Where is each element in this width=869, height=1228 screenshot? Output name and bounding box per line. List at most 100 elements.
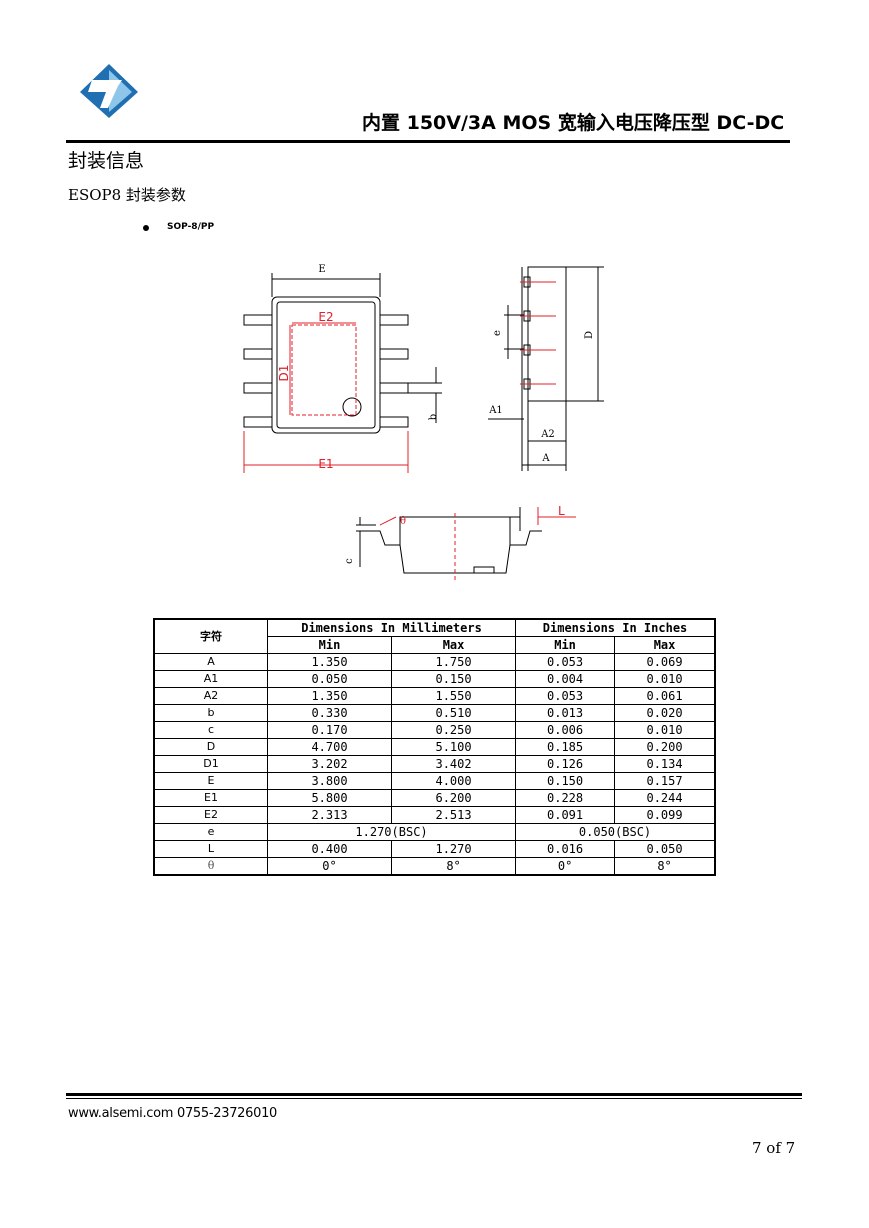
cell-mm-min: 0.400 xyxy=(266,840,393,858)
cell-mm-bsc: 1.270(BSC) xyxy=(266,823,517,841)
cell-in-max: 0.200 xyxy=(614,738,716,756)
cell-in-max: 0.010 xyxy=(614,670,716,688)
cell-in-min: 0.013 xyxy=(515,704,616,722)
header-divider xyxy=(66,140,790,143)
cell-in-bsc: 0.050(BSC) xyxy=(515,823,716,841)
cell-in-max: 0.010 xyxy=(614,721,716,739)
cell-mm-max: 0.250 xyxy=(391,721,517,739)
profile-view xyxy=(356,507,542,574)
cell-in-max: 0.244 xyxy=(614,789,716,807)
document-title: 内置 150V/3A MOS 宽输入电压降压型 DC-DC xyxy=(362,112,785,134)
dimensions-table: 字符 Dimensions In Millimeters Dimensions … xyxy=(153,618,716,876)
footer-contact: www.alsemi.com 0755-23726010 xyxy=(68,1106,278,1121)
cell-symbol: c xyxy=(153,721,268,739)
footer-divider-thin xyxy=(66,1098,802,1099)
header-symbol: 字符 xyxy=(153,618,268,654)
cell-mm-min: 1.350 xyxy=(266,653,393,671)
exposed-pad xyxy=(243,322,409,473)
label-b: b xyxy=(428,414,439,420)
label-E: E xyxy=(318,264,325,275)
cell-mm-min: 5.800 xyxy=(266,789,393,807)
cell-mm-min: 0.330 xyxy=(266,704,393,722)
cell-mm-min: 3.202 xyxy=(266,755,393,773)
cell-in-max: 0.050 xyxy=(614,840,716,858)
cell-symbol: E2 xyxy=(153,806,268,824)
label-L: L xyxy=(558,504,565,518)
header-mm: Dimensions In Millimeters xyxy=(266,618,517,637)
cell-mm-max: 3.402 xyxy=(391,755,517,773)
cell-mm-max: 1.750 xyxy=(391,653,517,671)
cell-in-max: 0.157 xyxy=(614,772,716,790)
company-logo-icon xyxy=(80,64,138,118)
cell-mm-max: 5.100 xyxy=(391,738,517,756)
cell-symbol: b xyxy=(153,704,268,722)
label-A: A xyxy=(541,453,550,464)
cell-mm-max: 8° xyxy=(391,857,517,876)
cell-mm-min: 1.350 xyxy=(266,687,393,705)
cell-symbol: E1 xyxy=(153,789,268,807)
cell-mm-max: 0.150 xyxy=(391,670,517,688)
cell-mm-min: 0.050 xyxy=(266,670,393,688)
cell-in-min: 0.126 xyxy=(515,755,616,773)
cell-in-min: 0° xyxy=(515,857,616,876)
cell-in-min: 0.228 xyxy=(515,789,616,807)
cell-in-max: 0.061 xyxy=(614,687,716,705)
cell-in-max: 0.069 xyxy=(614,653,716,671)
cell-in-min: 0.053 xyxy=(515,687,616,705)
cell-mm-max: 1.270 xyxy=(391,840,517,858)
cell-mm-min: 2.313 xyxy=(266,806,393,824)
cell-mm-min: 3.800 xyxy=(266,772,393,790)
label-D: D xyxy=(584,331,595,339)
package-label: SOP-8/PP xyxy=(167,222,215,232)
cell-symbol: A1 xyxy=(153,670,268,688)
package-drawing: E b E2 D1 E1 xyxy=(243,264,604,583)
cell-mm-min: 0.170 xyxy=(266,721,393,739)
cell-symbol: L xyxy=(153,840,268,858)
cell-in-max: 0.020 xyxy=(614,704,716,722)
cell-symbol: D1 xyxy=(153,755,268,773)
bullet-icon xyxy=(143,225,149,231)
header-mm-max: Max xyxy=(391,636,517,654)
cell-mm-max: 0.510 xyxy=(391,704,517,722)
page-number: 7 of 7 xyxy=(752,1139,796,1157)
cell-in-min: 0.004 xyxy=(515,670,616,688)
header-mm-min: Min xyxy=(266,636,393,654)
side-view xyxy=(488,266,604,471)
cell-in-min: 0.091 xyxy=(515,806,616,824)
header-in-max: Max xyxy=(614,636,716,654)
cell-symbol: A xyxy=(153,653,268,671)
label-e: e xyxy=(492,330,503,336)
cell-in-min: 0.016 xyxy=(515,840,616,858)
cell-in-min: 0.053 xyxy=(515,653,616,671)
cell-symbol: e xyxy=(153,823,268,841)
cell-mm-max: 6.200 xyxy=(391,789,517,807)
cell-symbol: D xyxy=(153,738,268,756)
cell-symbol: θ xyxy=(153,857,268,876)
header-inches: Dimensions In Inches xyxy=(515,618,716,637)
cell-in-min: 0.150 xyxy=(515,772,616,790)
header-in-min: Min xyxy=(515,636,616,654)
cell-symbol: E xyxy=(153,772,268,790)
section-subtitle: ESOP8 封装参数 xyxy=(68,186,186,204)
section-title: 封装信息 xyxy=(68,150,145,172)
label-E2: E2 xyxy=(318,310,333,324)
cell-in-max: 8° xyxy=(614,857,716,876)
cell-symbol: A2 xyxy=(153,687,268,705)
label-A1: A1 xyxy=(488,405,503,416)
footer-divider xyxy=(66,1093,802,1096)
cell-mm-min: 0° xyxy=(266,857,393,876)
cell-in-max: 0.099 xyxy=(614,806,716,824)
cell-in-min: 0.185 xyxy=(515,738,616,756)
